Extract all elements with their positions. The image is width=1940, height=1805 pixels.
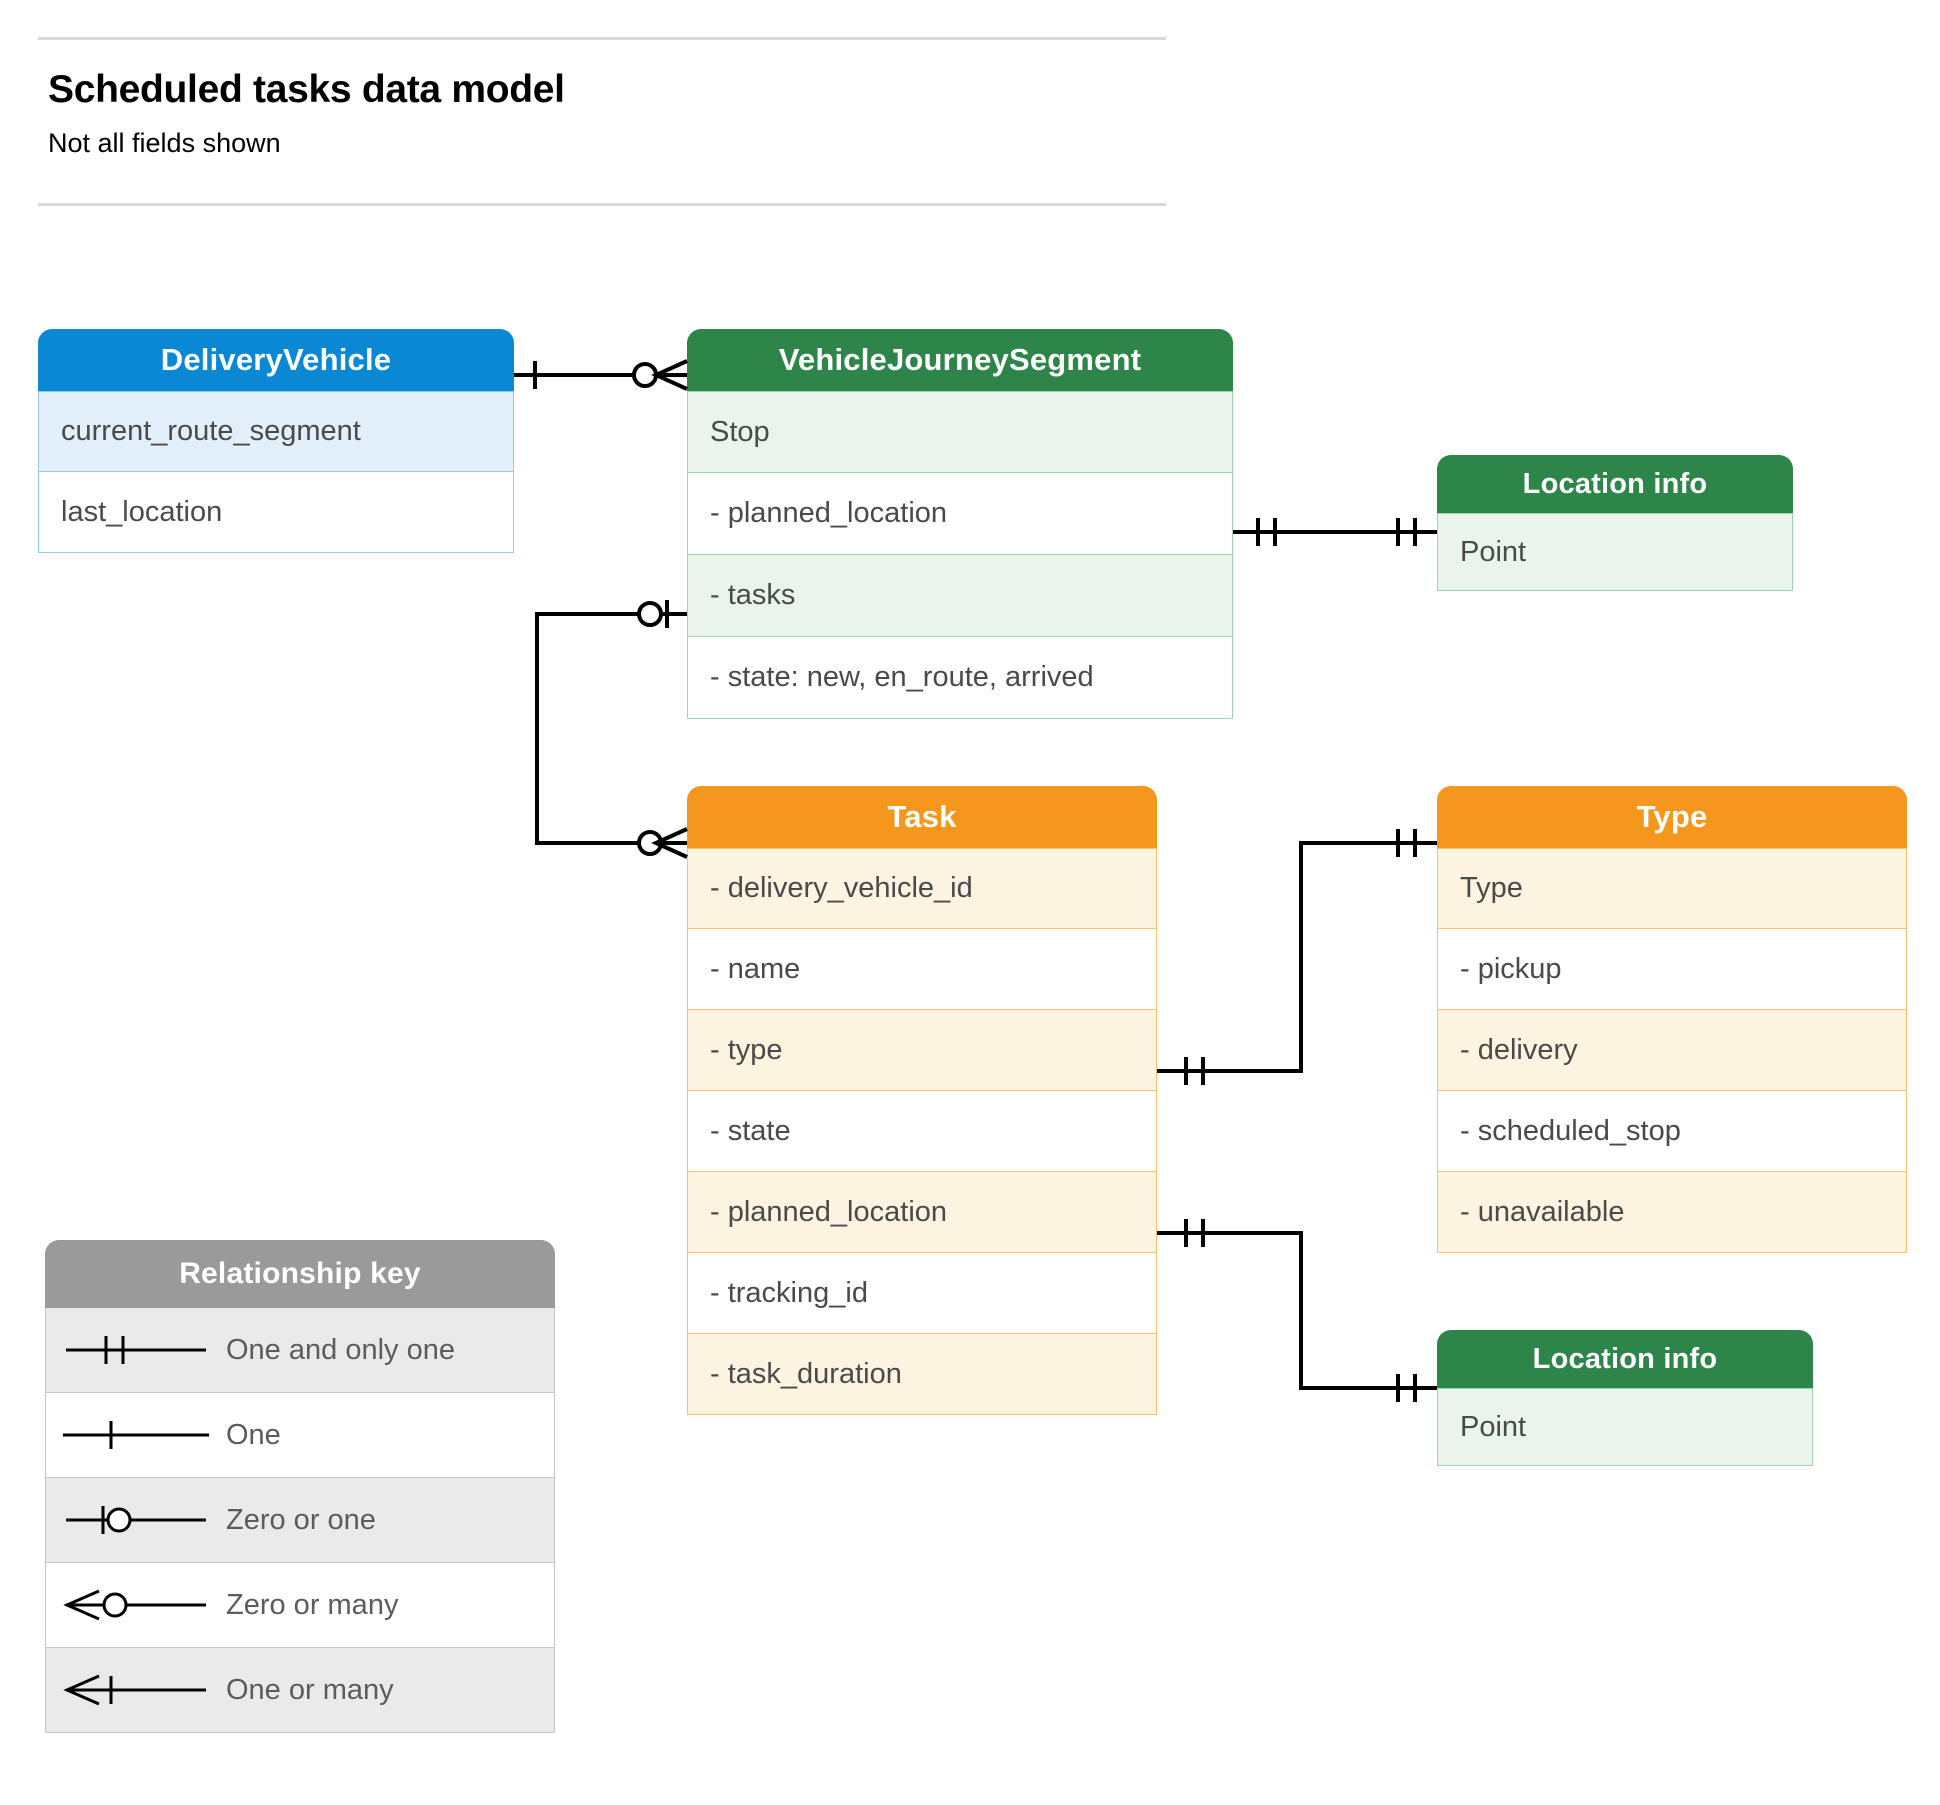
field-vjs-stop[interactable]: Stop (687, 391, 1233, 473)
entity-vehicle-journey-segment-title: VehicleJourneySegment (687, 329, 1233, 391)
connector-deliveryvehicle-vehiclejourneysegment (514, 359, 688, 391)
field-location-top-point[interactable]: Point (1437, 513, 1793, 591)
entity-delivery-vehicle[interactable]: DeliveryVehicle current_route_segment la… (38, 329, 514, 553)
entity-task-rows: - delivery_vehicle_id - name - type - st… (687, 848, 1157, 1415)
field-current-route-segment[interactable]: current_route_segment (38, 391, 514, 472)
zero-or-many-icon (46, 1585, 226, 1625)
entity-task-title: Task (687, 786, 1157, 848)
entity-type[interactable]: Type Type - pickup - delivery - schedule… (1437, 786, 1907, 1253)
field-task-task-duration[interactable]: - task_duration (687, 1334, 1157, 1415)
field-vjs-planned-location[interactable]: - planned_location (687, 473, 1233, 555)
field-task-name[interactable]: - name (687, 929, 1157, 1010)
entity-task[interactable]: Task - delivery_vehicle_id - name - type… (687, 786, 1157, 1415)
entity-type-rows: Type - pickup - delivery - scheduled_sto… (1437, 848, 1907, 1253)
field-type-unavailable[interactable]: - unavailable (1437, 1172, 1907, 1253)
entity-vehicle-journey-segment-rows: Stop - planned_location - tasks - state:… (687, 391, 1233, 719)
header-rule-bottom (38, 203, 1166, 206)
page-title: Scheduled tasks data model (48, 68, 565, 111)
legend-label-one-or-many: One or many (226, 1673, 394, 1706)
entity-location-info-bottom[interactable]: Location info Point (1437, 1330, 1813, 1466)
connector-vjs-tasks-task (535, 600, 688, 859)
field-last-location[interactable]: last_location (38, 472, 514, 553)
legend-label-zero-or-many: Zero or many (226, 1588, 399, 1621)
header-rule-top (38, 37, 1166, 40)
one-and-only-one-icon (46, 1330, 226, 1370)
legend-item-one-or-many: One or many (45, 1648, 555, 1733)
field-type-scheduled-stop[interactable]: - scheduled_stop (1437, 1091, 1907, 1172)
field-task-type[interactable]: - type (687, 1010, 1157, 1091)
legend-label-one-and-only-one: One and only one (226, 1333, 455, 1366)
entity-vehicle-journey-segment[interactable]: VehicleJourneySegment Stop - planned_loc… (687, 329, 1233, 719)
connector-task-type-type (1157, 829, 1437, 1085)
entity-delivery-vehicle-rows: current_route_segment last_location (38, 391, 514, 553)
page-subtitle: Not all fields shown (48, 128, 281, 158)
entity-delivery-vehicle-title: DeliveryVehicle (38, 329, 514, 391)
legend-item-one: One (45, 1393, 555, 1478)
field-type-pickup[interactable]: - pickup (1437, 929, 1907, 1010)
field-task-delivery-vehicle-id[interactable]: - delivery_vehicle_id (687, 848, 1157, 929)
legend-item-zero-or-one: Zero or one (45, 1478, 555, 1563)
legend-label-one: One (226, 1418, 281, 1451)
field-vjs-tasks[interactable]: - tasks (687, 555, 1233, 637)
entity-location-info-bottom-title: Location info (1437, 1330, 1813, 1388)
field-type-type[interactable]: Type (1437, 848, 1907, 929)
field-type-delivery[interactable]: - delivery (1437, 1010, 1907, 1091)
one-or-many-icon (46, 1670, 226, 1710)
entity-location-info-bottom-rows: Point (1437, 1388, 1813, 1466)
legend-item-one-and-only-one: One and only one (45, 1308, 555, 1393)
entity-location-info-top-rows: Point (1437, 513, 1793, 591)
field-task-tracking-id[interactable]: - tracking_id (687, 1253, 1157, 1334)
zero-or-one-icon (46, 1500, 226, 1540)
entity-location-info-top[interactable]: Location info Point (1437, 455, 1793, 591)
one-icon (46, 1415, 226, 1455)
legend-title: Relationship key (45, 1240, 555, 1308)
field-task-planned-location[interactable]: - planned_location (687, 1172, 1157, 1253)
legend-relationship-key: Relationship key One and only one One (45, 1240, 555, 1733)
field-vjs-state[interactable]: - state: new, en_route, arrived (687, 637, 1233, 719)
connector-vjs-plannedlocation-locationinfo (1233, 518, 1437, 546)
legend-label-zero-or-one: Zero or one (226, 1503, 376, 1536)
legend-item-zero-or-many: Zero or many (45, 1563, 555, 1648)
entity-location-info-top-title: Location info (1437, 455, 1793, 513)
connector-task-plannedlocation-locationinfo (1157, 1219, 1437, 1402)
field-location-bottom-point[interactable]: Point (1437, 1388, 1813, 1466)
field-task-state[interactable]: - state (687, 1091, 1157, 1172)
entity-type-title: Type (1437, 786, 1907, 848)
